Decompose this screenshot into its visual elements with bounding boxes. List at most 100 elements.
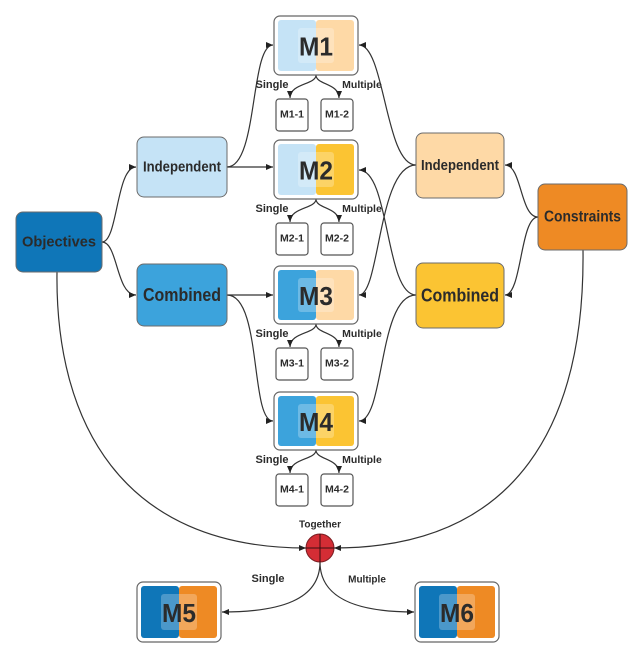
submodel-label: M3-2 (325, 359, 349, 370)
edge-multiple (315, 323, 342, 348)
edge-together-to-m5 (221, 561, 321, 615)
model-overlay (161, 594, 197, 630)
model-constraint-half (316, 270, 354, 320)
edge-objectives-to-combined (101, 241, 137, 298)
submodel-m4-1: M4-1 (275, 473, 309, 507)
model-constraint-half (316, 396, 354, 446)
model-constraint-half (457, 586, 495, 638)
submodel-box (320, 473, 354, 507)
objective-independent-node: Independent (136, 136, 228, 198)
model-label: M6 (440, 598, 474, 628)
objectives-node-box (15, 211, 103, 273)
model-overlay (298, 404, 334, 438)
constraint-independent-node: Independent (415, 132, 505, 199)
submodel-label: M3-1 (280, 359, 304, 370)
model-objective-half (419, 586, 457, 638)
submodel-label: M2-2 (325, 234, 349, 245)
edge-obj-combined-to-m4 (226, 294, 274, 424)
submodel-label: M1-1 (280, 110, 304, 121)
objective-combined-node: Combined (136, 263, 228, 327)
plus-cross-icon (306, 534, 334, 562)
constraint-combined-node-box (415, 262, 505, 329)
together-node: Together (299, 520, 341, 563)
model-m5: M5 (136, 581, 222, 643)
model-m3: M3 (273, 265, 359, 325)
submodel-box (275, 473, 309, 507)
model-constraint-half (179, 586, 217, 638)
edge-multiple (315, 449, 342, 474)
model-constraint-half (316, 20, 354, 71)
submodel-label: M4-2 (325, 485, 349, 496)
objectives-node: Objectives (15, 211, 103, 273)
model-objective-half (278, 270, 316, 320)
submodel-label: M1-2 (325, 110, 349, 121)
edge-single (287, 323, 317, 348)
submodel-m3-2: M3-2 (320, 347, 354, 381)
edge-multiple (315, 74, 342, 99)
edge-objectives-to-together (56, 271, 307, 551)
multiple-label: Multiple (342, 203, 382, 215)
model-label: M4 (299, 407, 334, 437)
edge-single (287, 198, 317, 223)
submodel-m2-1: M2-1 (275, 222, 309, 256)
together-label: Together (299, 520, 341, 531)
multiple-label: Multiple (342, 454, 382, 466)
model-label: M3 (299, 281, 333, 311)
edge-constraints-to-combined (504, 216, 539, 298)
objectives-node-label: Objectives (22, 234, 96, 251)
edge-together-to-m6 (319, 561, 415, 615)
constraint-combined-node-label: Combined (421, 286, 499, 306)
submodel-box (275, 98, 309, 132)
constraint-combined-node: Combined (415, 262, 505, 329)
single-label: Single (255, 203, 288, 215)
model-overlay (298, 28, 334, 63)
edge-con-independent-to-m1 (358, 42, 417, 166)
submodel-box (275, 347, 309, 381)
single-label: Single (255, 328, 288, 340)
constraints-node-box (537, 183, 628, 251)
submodel-label: M4-1 (280, 485, 304, 496)
model-constraint-half (316, 144, 354, 195)
model-overlay (439, 594, 475, 630)
submodel-m1-1: M1-1 (275, 98, 309, 132)
edge-objectives-to-independent (101, 164, 137, 243)
objective-independent-node-box (136, 136, 228, 198)
objective-combined-node-label: Combined (143, 285, 221, 305)
constraint-independent-node-box (415, 132, 505, 199)
multiple-label: Multiple (342, 79, 382, 91)
edge-multiple (315, 198, 342, 223)
submodel-m3-1: M3-1 (275, 347, 309, 381)
constraint-independent-node-label: Independent (421, 157, 499, 174)
m5-single-label: Single (251, 573, 284, 585)
objective-independent-node-label: Independent (143, 159, 221, 176)
model-objective-half (278, 20, 316, 71)
objective-combined-node-box (136, 263, 228, 327)
model-m2: M2 (273, 139, 359, 200)
single-label: Single (255, 79, 288, 91)
model-overlay (298, 278, 334, 312)
submodel-m1-2: M1-2 (320, 98, 354, 132)
constraints-node: Constraints (537, 183, 628, 251)
edge-constraints-to-together (333, 249, 584, 551)
submodel-label: M2-1 (280, 234, 304, 245)
model-label: M2 (299, 156, 333, 186)
model-objective-half (278, 396, 316, 446)
edge-single (287, 449, 317, 474)
edges (56, 42, 584, 615)
model-m1: M1 (273, 15, 359, 76)
constraints-node-label: Constraints (544, 209, 621, 226)
model-objective-half (278, 144, 316, 195)
model-overlay (298, 152, 334, 187)
single-label: Single (255, 454, 288, 466)
submodel-m2-2: M2-2 (320, 222, 354, 256)
model-objective-half (141, 586, 179, 638)
submodel-box (320, 347, 354, 381)
edge-single (287, 74, 317, 99)
model-m6: M6 (414, 581, 500, 643)
m6-multiple-label: Multiple (348, 575, 386, 586)
submodel-box (320, 222, 354, 256)
model-m4: M4 (273, 391, 359, 451)
edge-con-combined-to-m2 (358, 167, 417, 296)
